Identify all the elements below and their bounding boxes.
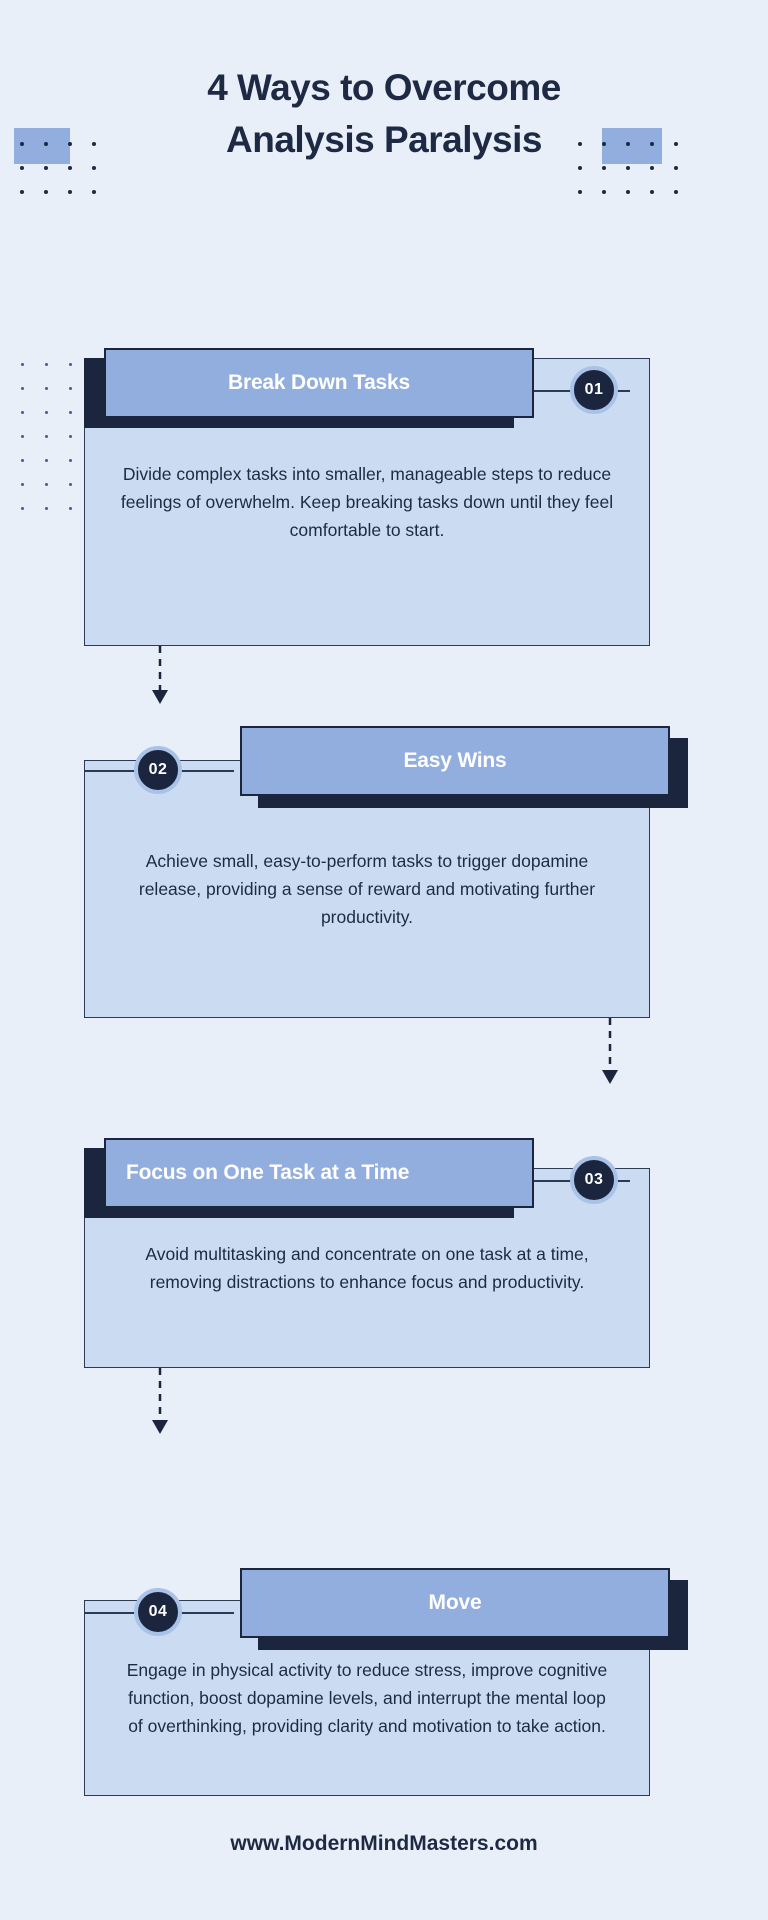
card-1-body-text: Divide complex tasks into smaller, manag… — [120, 464, 614, 540]
footer: www.ModernMindMasters.com — [0, 1832, 768, 1856]
title-right-dot-grid — [568, 132, 688, 204]
card-2-number-badge[interactable]: 02 — [134, 746, 182, 794]
card-4-body-text: Engage in physical activity to reduce st… — [126, 1660, 608, 1736]
connector-card-3-to-4 — [140, 1368, 180, 1438]
page-title-line-2: Analysis Paralysis — [226, 119, 543, 160]
card-4-header[interactable]: Move — [240, 1568, 670, 1638]
card-3-number-text: 03 — [584, 1171, 604, 1188]
card-4-number-text: 04 — [148, 1603, 168, 1620]
card-1-number-badge[interactable]: 01 — [570, 366, 618, 414]
card-1-heading-text: Break Down Tasks — [228, 371, 410, 394]
title-left-dot-grid — [10, 132, 106, 204]
card-2-number-text: 02 — [148, 761, 168, 778]
page-title-line-1: 4 Ways to Overcome — [207, 67, 561, 108]
card-3-header[interactable]: Focus on One Task at a Time — [104, 1138, 534, 1208]
connector-card-1-to-2 — [140, 646, 180, 706]
card-2-body-text: Achieve small, easy-to-perform tasks to … — [138, 851, 596, 927]
card-1-header[interactable]: Break Down Tasks — [104, 348, 534, 418]
card-3-body-text: Avoid multitasking and concentrate on on… — [145, 1244, 589, 1292]
title-left-blue-block — [14, 128, 70, 164]
card-4-number-badge[interactable]: 04 — [134, 1588, 182, 1636]
card-4-heading-text: Move — [428, 1591, 482, 1614]
connector-card-2-to-3 — [590, 1018, 630, 1088]
card-2-header[interactable]: Easy Wins — [240, 726, 670, 796]
left-side-dot-grid — [10, 352, 82, 520]
page-title: 4 Ways to Overcome Analysis Paralysis — [0, 62, 768, 166]
card-3-number-badge[interactable]: 03 — [570, 1156, 618, 1204]
title-right-blue-block — [602, 128, 662, 164]
footer-website-url[interactable]: www.ModernMindMasters.com — [230, 1832, 538, 1855]
card-3-heading-text: Focus on One Task at a Time — [126, 1161, 410, 1184]
card-2-heading-text: Easy Wins — [403, 749, 507, 772]
card-1-number-text: 01 — [584, 381, 604, 398]
